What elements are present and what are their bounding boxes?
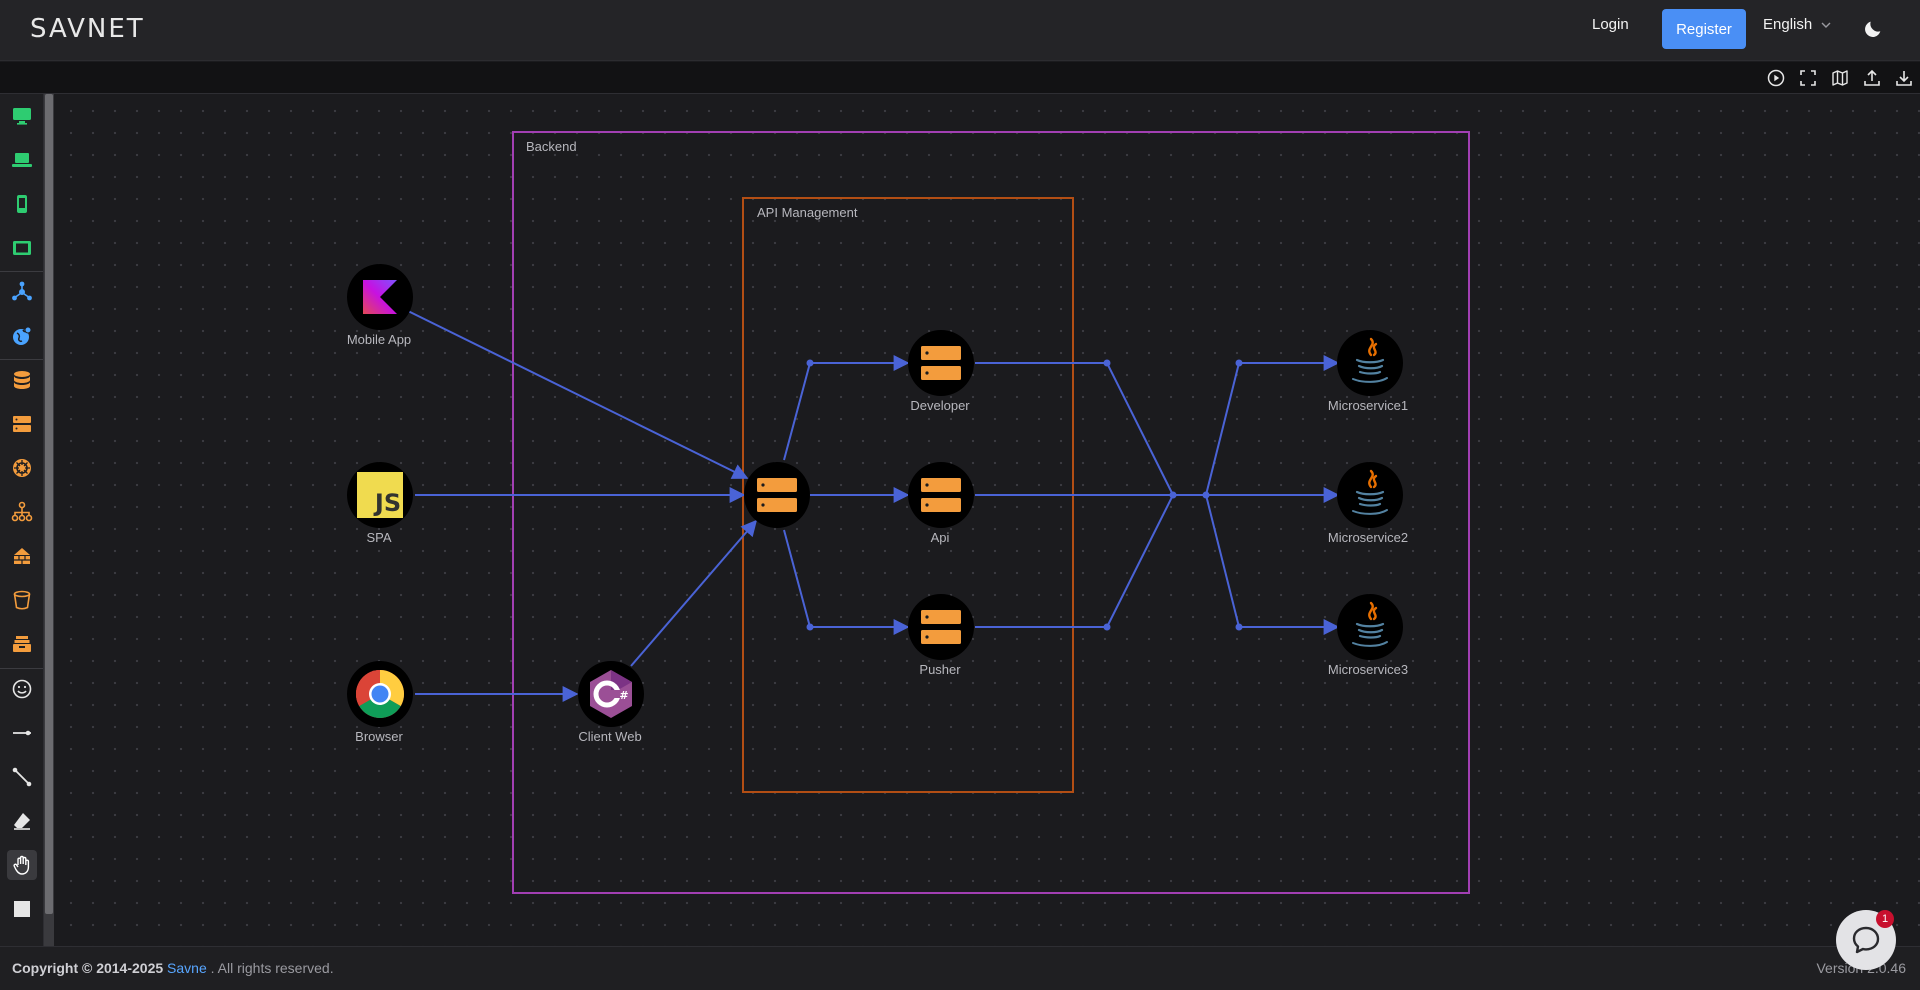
server-icon[interactable] <box>7 409 37 439</box>
kotlin-icon <box>363 280 397 314</box>
java-icon <box>1352 337 1388 383</box>
square-icon[interactable] <box>7 894 37 924</box>
archive-icon[interactable] <box>7 629 37 659</box>
edge-gateway-pusher <box>783 529 910 635</box>
database-icon[interactable] <box>7 365 37 395</box>
node-label-microservice3: Microservice3 <box>1327 662 1409 677</box>
copyright-suffix: . All rights reserved. <box>210 960 334 976</box>
server-icon <box>757 478 797 512</box>
chat-notification-badge: 1 <box>1876 910 1894 928</box>
copyright-prefix: Copyright © 2014-2025 <box>12 960 164 976</box>
map-icon[interactable] <box>1830 68 1850 88</box>
node-label-microservice1: Microservice1 <box>1327 398 1409 413</box>
bucket-icon[interactable] <box>7 585 37 615</box>
register-button[interactable]: Register <box>1662 9 1746 49</box>
node-client-web[interactable]: # <box>578 661 644 727</box>
diagram-canvas[interactable]: JS # <box>54 94 1920 946</box>
node-microservice3[interactable] <box>1337 594 1403 660</box>
tablet-icon[interactable] <box>7 233 37 263</box>
hand-icon[interactable] <box>7 850 37 880</box>
savne-link[interactable]: Savne <box>167 960 207 976</box>
palette-scrollbar[interactable] <box>44 94 54 946</box>
logo[interactable]: SAVNET <box>30 14 145 44</box>
edge-mobile-gateway <box>407 310 749 479</box>
chevron-down-icon <box>1821 22 1831 28</box>
node-developer[interactable] <box>908 330 974 396</box>
upload-icon[interactable] <box>1862 68 1882 88</box>
play-icon[interactable] <box>1766 68 1786 88</box>
group-label-api-management: API Management <box>757 205 858 220</box>
java-icon <box>1352 601 1388 647</box>
chrome-icon <box>355 670 405 719</box>
edge-client-gateway <box>630 519 758 667</box>
canvas-toolbar <box>0 62 1920 94</box>
node-api[interactable] <box>908 462 974 528</box>
edge-hub-ms1 <box>1173 355 1340 496</box>
app-header: SAVNET Login Register English <box>0 0 1920 61</box>
csharp-icon: # <box>590 670 632 718</box>
node-microservice1[interactable] <box>1337 330 1403 396</box>
line-icon[interactable] <box>7 718 37 748</box>
fullscreen-icon[interactable] <box>1798 68 1818 88</box>
globe-icon[interactable] <box>7 321 37 351</box>
laptop-icon[interactable] <box>7 145 37 175</box>
language-label: English <box>1763 16 1813 33</box>
node-gateway[interactable] <box>744 462 810 528</box>
node-label-microservice2: Microservice2 <box>1327 530 1409 545</box>
diagram-svg: JS # <box>347 131 1470 894</box>
edge-hub-ms3 <box>1205 494 1340 635</box>
hierarchy-icon[interactable] <box>7 497 37 527</box>
node-label-spa: SPA <box>366 530 392 545</box>
shape-palette <box>0 94 44 946</box>
node-label-browser: Browser <box>355 729 403 744</box>
group-label-backend: Backend <box>526 139 577 154</box>
app-footer: Copyright © 2014-2025 Savne . All rights… <box>0 946 1920 990</box>
node-microservice2[interactable] <box>1337 462 1403 528</box>
chat-bubble-icon <box>1852 926 1880 954</box>
svg-text:#: # <box>619 689 628 702</box>
edge-gateway-developer <box>783 355 910 461</box>
moon-icon[interactable] <box>1862 18 1884 40</box>
language-select[interactable]: English <box>1763 16 1832 33</box>
node-mobile-app[interactable] <box>347 264 413 330</box>
node-label-pusher: Pusher <box>919 662 961 677</box>
mobile-icon[interactable] <box>7 189 37 219</box>
network-icon[interactable] <box>7 277 37 307</box>
eraser-icon[interactable] <box>7 806 37 836</box>
java-icon <box>1352 469 1388 515</box>
copyright: Copyright © 2014-2025 Savne . All rights… <box>12 960 334 976</box>
server-icon <box>921 610 961 644</box>
node-label-mobile-app: Mobile App <box>346 332 412 347</box>
login-link[interactable]: Login <box>1592 16 1629 33</box>
node-label-developer: Developer <box>910 398 970 413</box>
node-label-client-web: Client Web <box>578 729 642 744</box>
server-icon <box>921 478 961 512</box>
node-label-api: Api <box>930 530 950 545</box>
server-icon <box>921 346 961 380</box>
javascript-icon: JS <box>357 472 403 518</box>
download-icon[interactable] <box>1894 68 1914 88</box>
firewall-icon[interactable] <box>7 541 37 571</box>
node-pusher[interactable] <box>908 594 974 660</box>
svg-text:JS: JS <box>373 489 401 517</box>
node-spa[interactable]: JS <box>347 462 413 528</box>
node-browser[interactable] <box>347 661 413 727</box>
emoji-icon[interactable] <box>7 674 37 704</box>
desktop-icon[interactable] <box>7 101 37 131</box>
group-backend[interactable] <box>512 131 1470 894</box>
kubernetes-icon[interactable] <box>7 453 37 483</box>
connector-icon[interactable] <box>7 762 37 792</box>
